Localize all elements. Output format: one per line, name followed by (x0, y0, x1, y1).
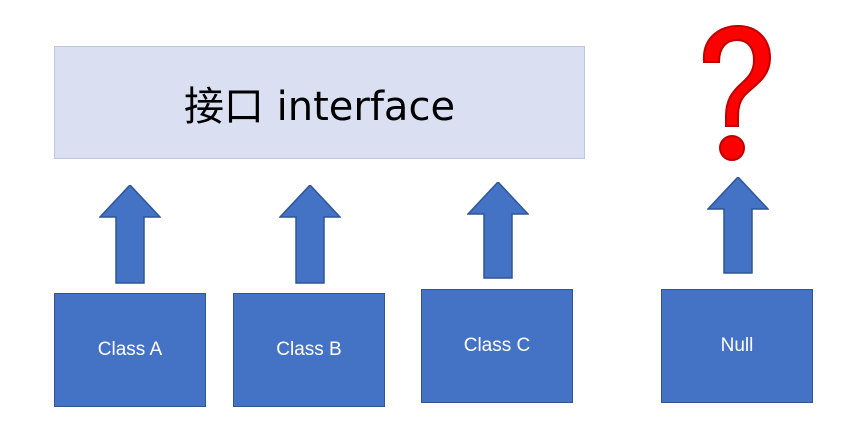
null-label: Null (720, 335, 754, 356)
interface-label: 接口 interface (183, 83, 456, 130)
class-a-box: Class A (54, 293, 206, 407)
class-b-label: Class B (276, 339, 342, 360)
arrow-up-icon (99, 185, 161, 284)
class-b-box: Class B (233, 293, 385, 407)
arrow-up-icon (467, 182, 529, 279)
arrow-up-icon (279, 185, 341, 284)
null-box: Null (661, 289, 813, 403)
class-c-box: Class C (421, 289, 573, 403)
class-c-label: Class C (463, 335, 531, 356)
class-a-label: Class A (97, 339, 163, 360)
question-mark-icon (690, 20, 780, 170)
interface-box: 接口 interface (54, 46, 585, 159)
arrow-up-icon (707, 177, 769, 274)
